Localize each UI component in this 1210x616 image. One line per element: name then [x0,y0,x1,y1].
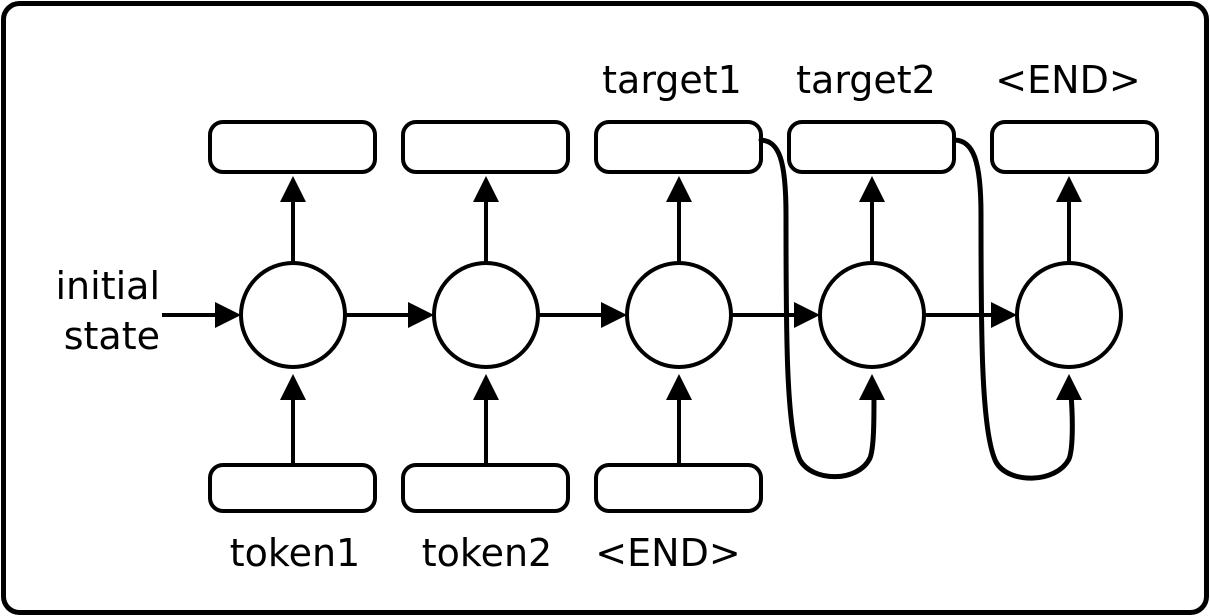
initial-state-label-line2: state [64,314,160,358]
rnn-cell-2 [432,261,540,369]
output-box-2 [401,120,570,174]
output-label-3: target1 [602,58,742,102]
cell-to-output-arrow-1 [280,176,306,263]
input-label-2: token2 [422,531,552,575]
output-label-4: target2 [796,58,936,102]
state-arrow-2-3 [538,302,627,328]
input-label-1: token1 [230,531,360,575]
rnn-cell-4 [818,261,926,369]
cell-to-output-arrow-2 [473,176,499,263]
input-to-cell-arrow-3 [666,374,692,465]
cell-to-output-arrow-3 [666,176,692,263]
output-box-5 [990,120,1159,174]
rnn-cell-1 [239,261,347,369]
rnn-cell-3 [625,261,733,369]
initial-state-label-line1: initial [56,264,161,308]
input-to-cell-arrow-1 [280,374,306,465]
cell-to-output-arrow-5 [1056,176,1082,263]
input-box-2 [401,463,570,513]
input-box-3 [594,463,763,513]
output-box-4 [787,120,956,174]
cell-to-output-arrow-4 [859,176,885,263]
output-box-1 [208,120,377,174]
input-to-cell-arrow-2 [473,374,499,465]
input-box-1 [208,463,377,513]
feedback-curve-target1-to-cell4 [758,137,885,480]
state-arrow-4-5 [924,302,1017,328]
output-label-5: <END> [995,58,1140,102]
feedback-curve-target2-to-cell5 [952,137,1082,481]
rnn-cell-5 [1015,261,1123,369]
output-box-3 [594,120,763,174]
initial-state-arrow [162,302,241,328]
input-label-3: <END> [595,531,740,575]
state-arrow-1-2 [345,302,434,328]
state-arrow-3-4 [731,302,820,328]
